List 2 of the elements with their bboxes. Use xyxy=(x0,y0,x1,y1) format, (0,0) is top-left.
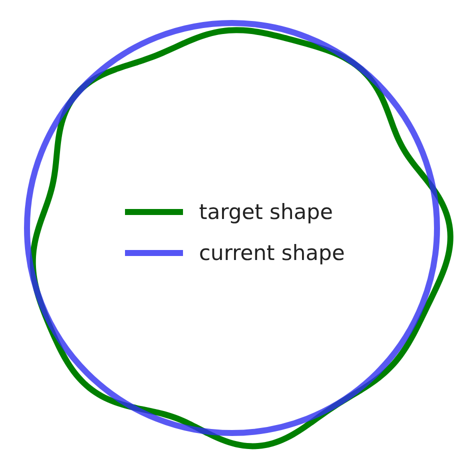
legend-label: current shape xyxy=(199,241,345,265)
legend-label: target shape xyxy=(199,200,333,224)
